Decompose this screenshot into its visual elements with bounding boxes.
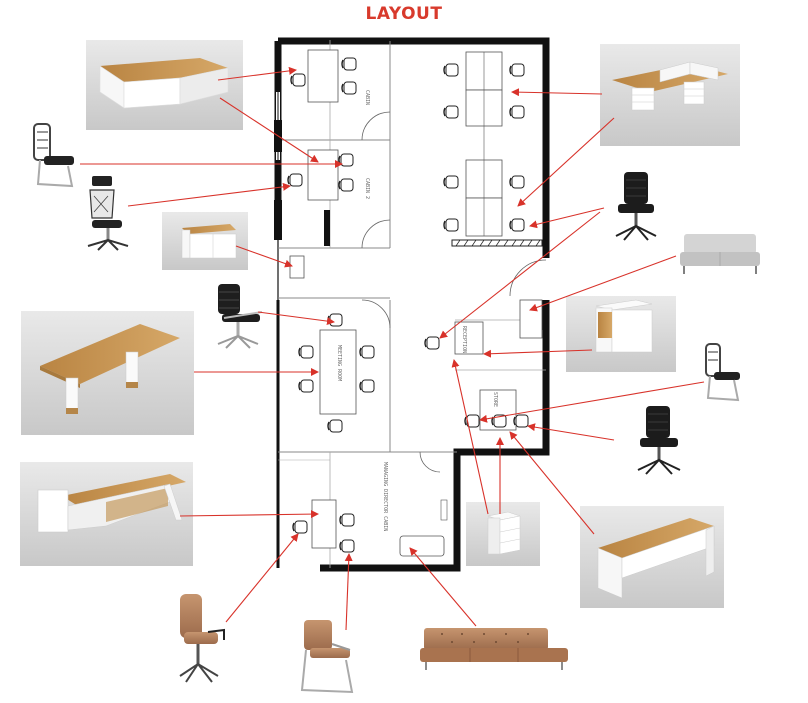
arrow-straight-desk <box>509 431 595 535</box>
arrow-leather-sofa <box>409 547 477 627</box>
arrow-fabric-sofa <box>529 255 677 312</box>
arrow-reception-desk <box>483 349 593 358</box>
arrow-workstation-1 <box>511 88 603 97</box>
task-chair-2-photo <box>632 400 688 476</box>
arrow-task-chair-1 <box>529 207 605 229</box>
callout-arrows <box>80 66 705 631</box>
arrow-visitor-chair <box>344 553 353 631</box>
arrow-mesh-chair-1 <box>127 182 291 207</box>
arrow-side-cabinet <box>235 245 293 268</box>
meeting-table-photo <box>21 311 194 435</box>
reception-label: RECEPTION <box>461 326 467 353</box>
cantilever-chair-2-photo <box>700 340 746 404</box>
store-label: STORE <box>492 392 498 407</box>
meeting-room-label: MEETING ROOM <box>336 345 342 381</box>
executive-desk-photo <box>20 462 193 566</box>
manager-cabin-label: MANAGING DIRECTOR CABIN <box>382 462 388 531</box>
l-desk-photo <box>86 40 243 130</box>
cabin-1-label: CABIN <box>364 90 370 105</box>
arrow-workstation-2 <box>517 117 615 207</box>
arrow-reception-chair <box>439 211 601 339</box>
mesh-chair-1-photo <box>80 170 134 254</box>
conference-chair-photo <box>208 280 268 352</box>
arrow-pedestal-1 <box>451 359 489 515</box>
page-title: LAYOUT <box>365 4 443 24</box>
side-cabinet-photo <box>162 212 248 270</box>
arrow-conference-chair <box>257 311 335 326</box>
task-chair-1-photo <box>608 166 664 242</box>
arrow-task-chair-2 <box>527 423 615 441</box>
arrow-executive-desk <box>179 510 319 519</box>
floor-plan: CABIN CABIN 2 MEETING ROOM MANAGING DIRE… <box>274 37 550 572</box>
arrow-cantilever-2 <box>479 381 705 423</box>
straight-desk-photo <box>580 506 724 608</box>
visitor-chair-photo <box>296 614 358 696</box>
high-back-chair-photo <box>170 588 230 688</box>
cabin-2-label: CABIN 2 <box>364 178 370 199</box>
cantilever-chair-1-photo <box>30 118 78 190</box>
workstation-photo <box>600 44 740 146</box>
leather-sofa-photo <box>416 622 574 676</box>
arrow-l-desk-2 <box>219 97 319 163</box>
fabric-sofa-photo <box>676 226 762 278</box>
reception-desk-photo <box>566 296 676 372</box>
arrow-high-back-chair <box>225 533 299 623</box>
pedestal-photo <box>466 502 540 566</box>
arrow-l-desk-1 <box>217 66 297 81</box>
